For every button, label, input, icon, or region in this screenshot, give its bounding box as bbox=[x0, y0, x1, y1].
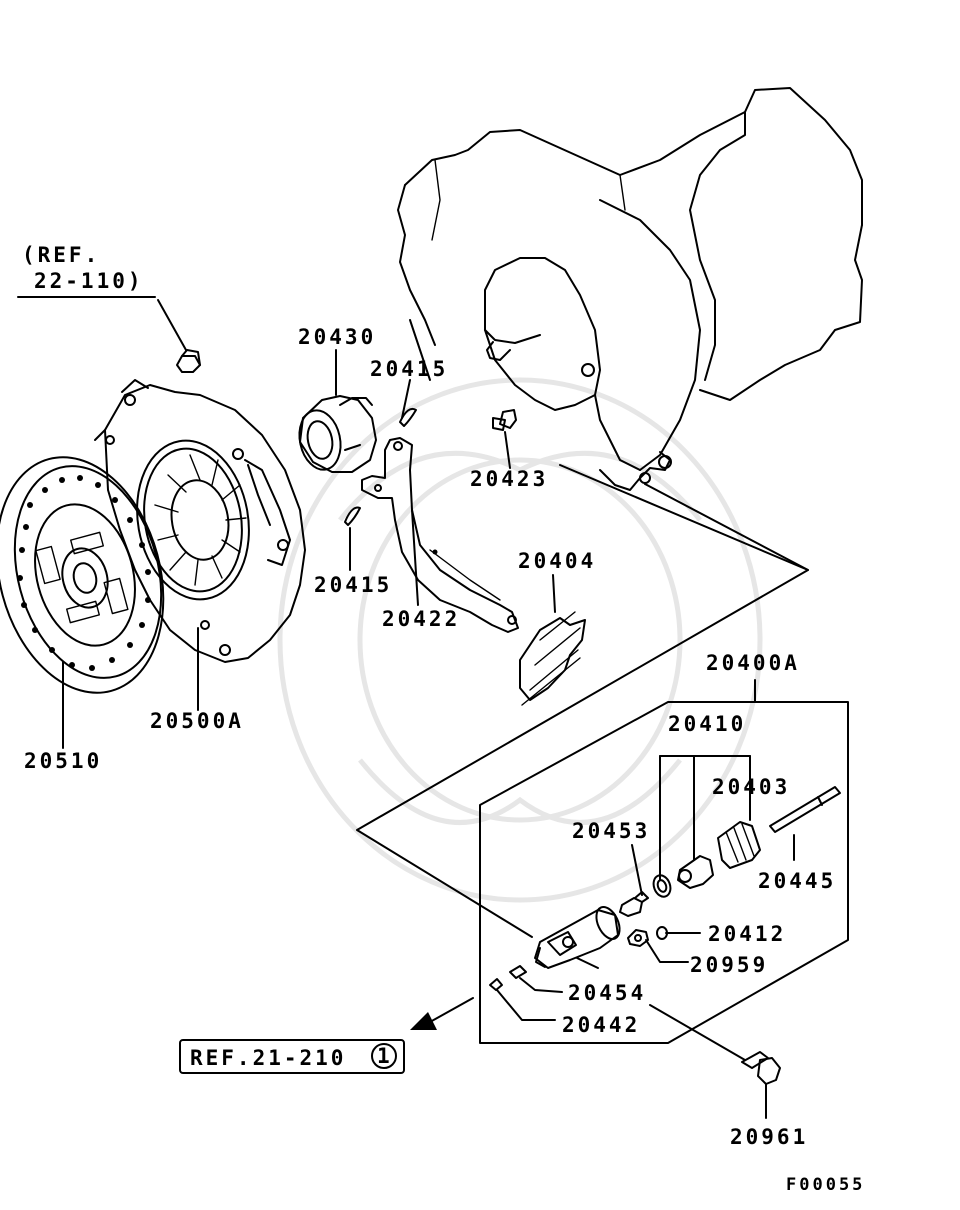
bolt-ref-22-110 bbox=[176, 349, 201, 373]
release-fork bbox=[361, 437, 519, 633]
clip-upper bbox=[399, 407, 417, 427]
label-20412: 20412 bbox=[708, 922, 786, 946]
damper-springs bbox=[35, 531, 129, 624]
slave-cylinder-body bbox=[534, 906, 621, 969]
piston-20410 bbox=[677, 855, 714, 889]
clutch-disc-holes bbox=[17, 475, 151, 671]
cup-seal-20410 bbox=[652, 874, 672, 898]
transmission-housing bbox=[397, 87, 863, 491]
slave-cylinder-box bbox=[479, 701, 849, 1044]
label-20404: 20404 bbox=[518, 549, 596, 573]
boot-20403 bbox=[717, 821, 761, 869]
label-20410: 20410 bbox=[668, 712, 746, 736]
label-20961: 20961 bbox=[730, 1125, 808, 1149]
ref-circle bbox=[371, 1043, 397, 1069]
diagram-code: F00055 bbox=[786, 1175, 865, 1195]
label-20423: 20423 bbox=[470, 467, 548, 491]
label-20400A: 20400A bbox=[706, 651, 800, 675]
watermark-logo bbox=[277, 377, 763, 903]
label-20454: 20454 bbox=[568, 981, 646, 1005]
push-rod-20445 bbox=[769, 786, 841, 833]
ref-top-line2: 22-110) bbox=[34, 269, 144, 293]
bolt-20961 bbox=[741, 1051, 781, 1085]
ref-bottom-text: REF.21-210 bbox=[190, 1046, 346, 1070]
label-20415-lower: 20415 bbox=[314, 573, 392, 597]
bleeder-20453 bbox=[619, 891, 649, 917]
label-20403: 20403 bbox=[712, 775, 790, 799]
release-boot bbox=[519, 611, 586, 706]
diaphragm-fingers bbox=[154, 454, 247, 586]
label-20445: 20445 bbox=[758, 869, 836, 893]
label-20415-upper: 20415 bbox=[370, 357, 448, 381]
label-20430: 20430 bbox=[298, 325, 376, 349]
release-bearing bbox=[298, 395, 377, 473]
clutch-cover-pressure-plate bbox=[94, 379, 306, 663]
leader-lines bbox=[17, 296, 809, 1119]
label-20500A: 20500A bbox=[150, 709, 244, 733]
ref-21-210-link[interactable]: REF.21-210 1 bbox=[179, 1039, 405, 1074]
label-20510: 20510 bbox=[24, 749, 102, 773]
label-20442: 20442 bbox=[562, 1013, 640, 1037]
label-20453: 20453 bbox=[572, 819, 650, 843]
ref-top-line1: (REF. bbox=[22, 243, 100, 267]
fulcrum-stud bbox=[492, 409, 517, 431]
label-20959: 20959 bbox=[690, 953, 768, 977]
clutch-disc bbox=[0, 456, 165, 694]
clip-lower bbox=[344, 506, 361, 526]
pin-20454 bbox=[509, 965, 527, 979]
union-bolt-20959 bbox=[627, 929, 649, 947]
label-20422: 20422 bbox=[382, 607, 460, 631]
ref-bottom-circle-number: 1 bbox=[377, 1044, 390, 1068]
cap-20442 bbox=[489, 978, 503, 991]
